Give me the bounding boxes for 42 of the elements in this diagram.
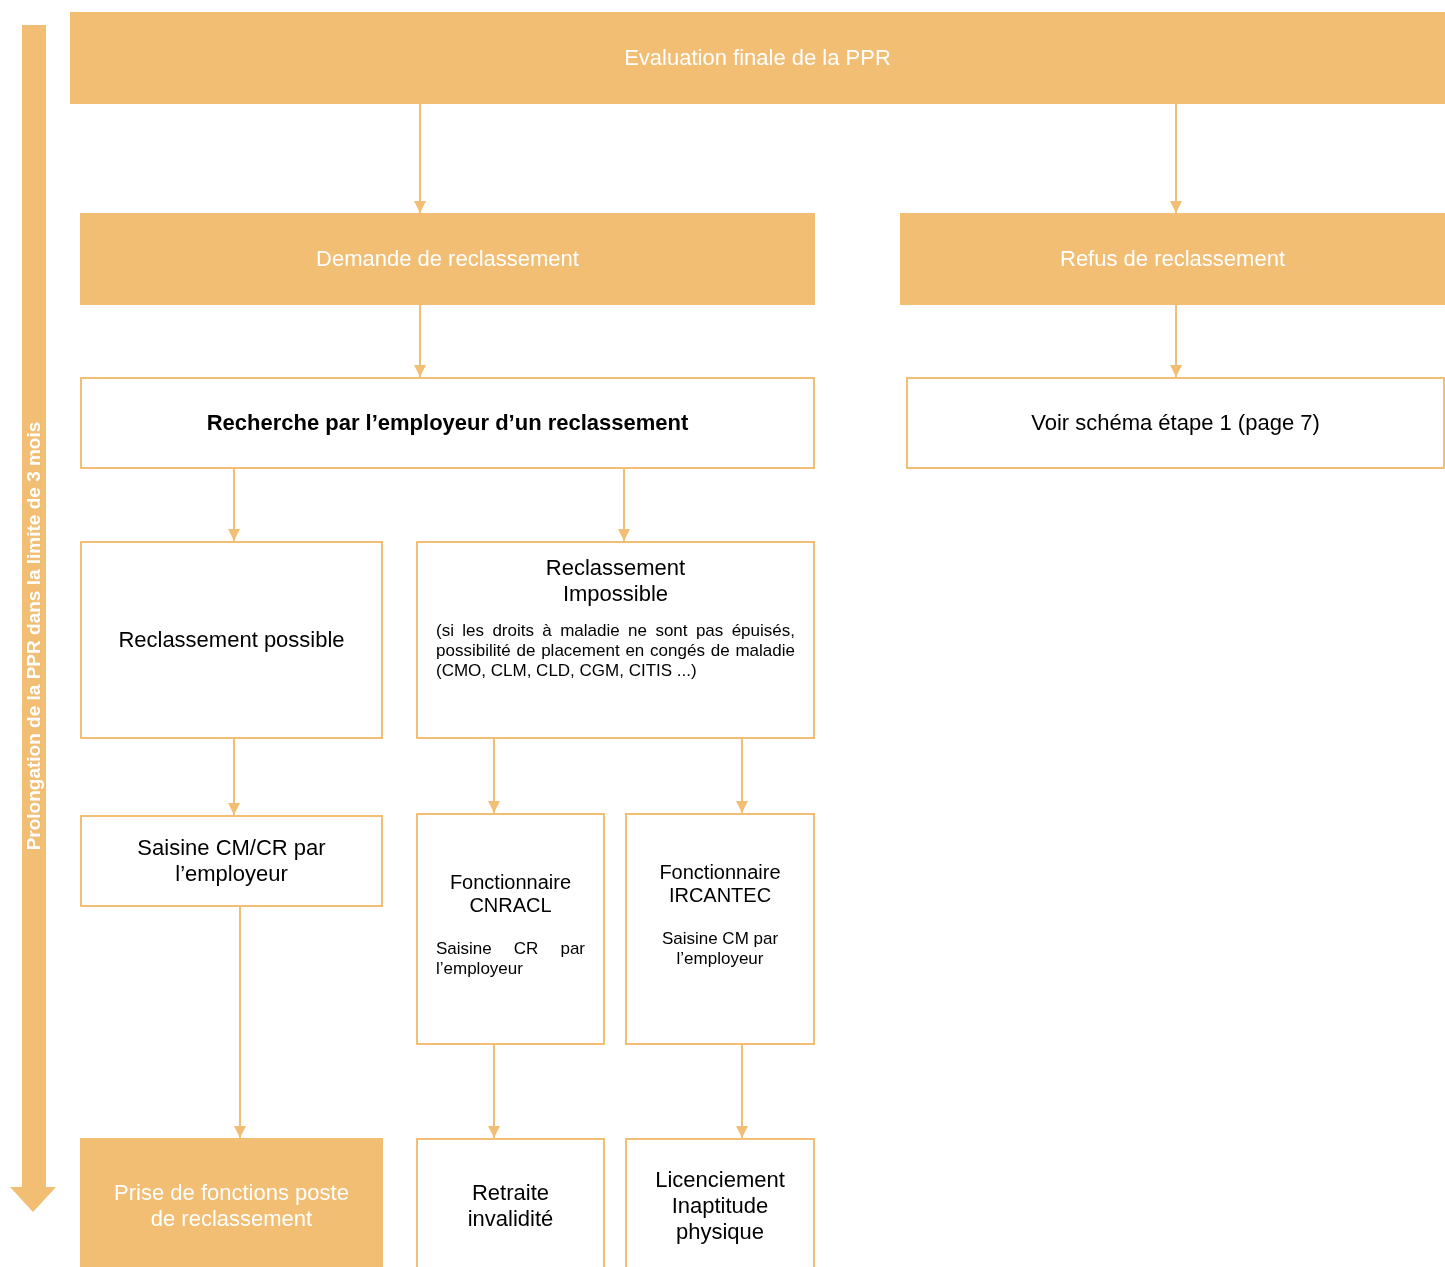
- arrow: [1170, 103, 1182, 214]
- process-box: [625, 813, 815, 1045]
- arrow: [1170, 304, 1182, 378]
- timeline-label: Prolongation de la PPR dans la limite de 3 mois: [23, 421, 45, 851]
- arrow: [736, 738, 748, 814]
- node-note: Saisine CM par l’employeur: [660, 929, 780, 969]
- arrow: [234, 906, 246, 1139]
- arrow: [228, 468, 240, 542]
- process-box: [80, 815, 383, 907]
- node-title: Fonctionnaire IRCANTEC: [658, 861, 782, 907]
- process-band: [900, 213, 1445, 305]
- arrow: [488, 738, 500, 814]
- node-title: Fonctionnaire CNRACL: [448, 871, 573, 917]
- process-box: [906, 377, 1445, 469]
- process-box: [416, 813, 605, 1045]
- node-note: (si les droits à maladie ne sont pas épuisés, possibilité de placement en congés de maladie (CMO, CLM, CLD, CGM, CITIS ...): [435, 621, 796, 681]
- arrow: [228, 738, 240, 816]
- node-title: Evaluation finale de la PPR: [624, 45, 891, 71]
- process-band: [80, 1138, 383, 1267]
- arrow: [414, 304, 426, 378]
- process-box: [80, 377, 815, 469]
- node-title: Retraite invalidité: [466, 1179, 555, 1232]
- process-box: [625, 1138, 815, 1267]
- process-box: [80, 541, 383, 739]
- process-box: [416, 1138, 605, 1267]
- arrow: [618, 468, 630, 542]
- node-title: Licenciement Inaptitude physique: [654, 1166, 786, 1245]
- arrow: [414, 103, 426, 214]
- node-title: Demande de reclassement: [316, 246, 579, 272]
- node-title: Reclassement Impossible: [544, 555, 687, 607]
- node-title: Reclassement possible: [118, 627, 345, 653]
- arrow: [488, 1044, 500, 1139]
- node-title: Saisine CM/CR par l’employeur: [136, 835, 327, 887]
- node-title: Prise de fonctions poste de reclassement: [113, 1179, 350, 1232]
- process-box: [416, 541, 815, 739]
- node-title: Recherche par l’employeur d’un reclassement: [206, 410, 689, 436]
- node-title: Refus de reclassement: [1060, 246, 1285, 272]
- process-band: [80, 213, 815, 305]
- process-band: [70, 12, 1445, 104]
- node-title: Voir schéma étape 1 (page 7): [1031, 410, 1320, 436]
- node-note: Saisine CR par l’employeur: [435, 939, 586, 979]
- arrow: [736, 1044, 748, 1139]
